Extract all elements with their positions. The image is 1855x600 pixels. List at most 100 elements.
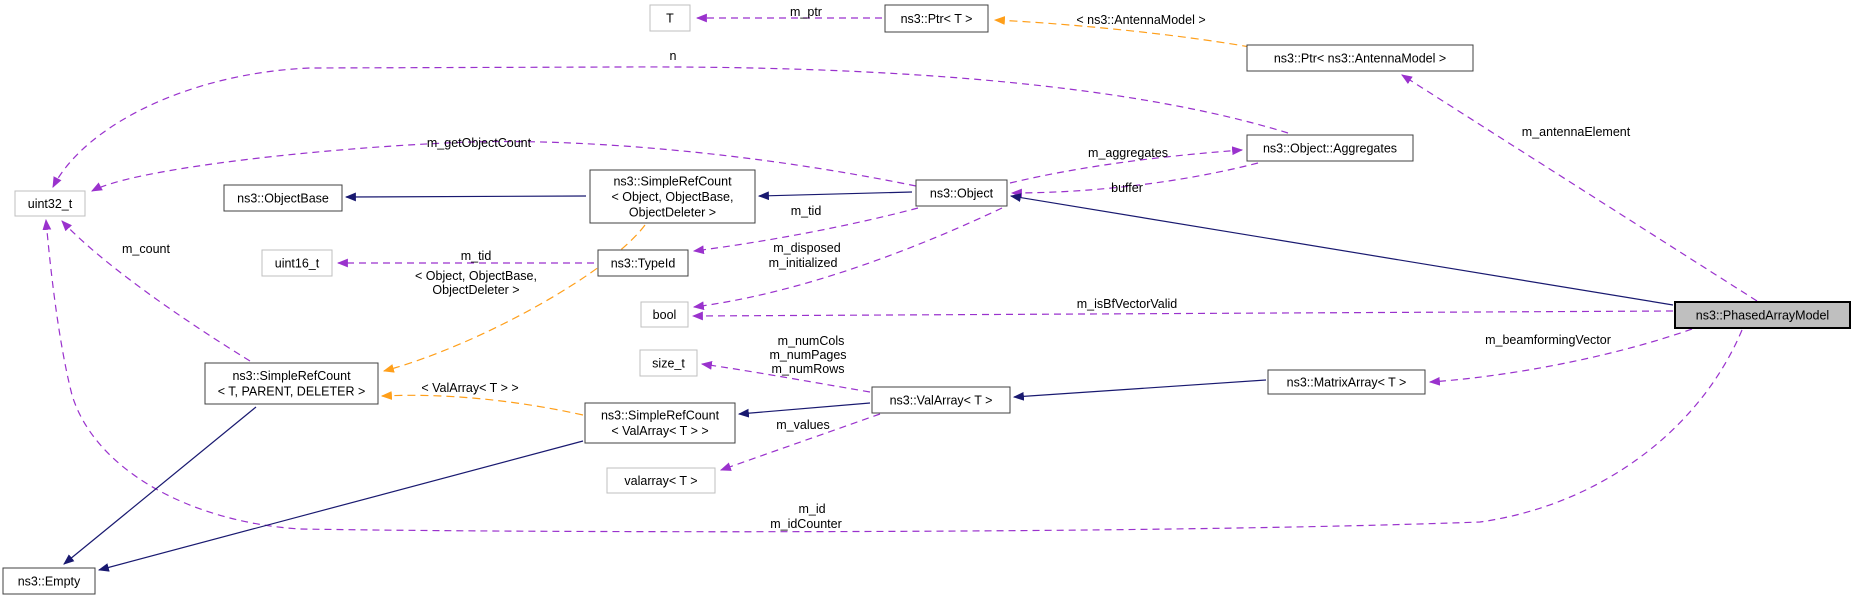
edge-line-inherit xyxy=(97,440,584,572)
edge-label: m_values xyxy=(776,418,830,432)
edge-phasedarraymodel-to-object xyxy=(1009,193,1674,306)
edge-line-template xyxy=(382,224,646,373)
edge-label: m_id xyxy=(798,502,825,516)
edge-simplerefcount-valarray-to-simplerefcount-tpd: < ValArray< T > > xyxy=(380,381,584,416)
edge-matrixarray-to-valarray-ns3 xyxy=(1012,379,1267,401)
edge-label: m_numCols xyxy=(778,334,845,348)
node-label: ns3::Object xyxy=(930,186,994,200)
node-matrixarray[interactable]: ns3::MatrixArray< T > xyxy=(1267,369,1426,395)
edge-phasedarraymodel-to-ptr-antenna: m_antennaElement xyxy=(1401,74,1758,302)
node-box-ptr-antenna[interactable] xyxy=(1246,44,1474,72)
node-box-matrixarray[interactable] xyxy=(1267,369,1426,395)
node-box-object[interactable] xyxy=(915,179,1008,207)
edge-label: m_beamformingVector xyxy=(1485,333,1611,347)
node-typeid[interactable]: ns3::TypeId xyxy=(597,249,689,277)
node-label: ns3::SimpleRefCount xyxy=(601,409,720,423)
node-ptr-t[interactable]: ns3::Ptr< T > xyxy=(884,4,989,33)
node-label: ObjectDeleter > xyxy=(629,205,716,219)
node-box-aggregates[interactable] xyxy=(1246,134,1414,162)
edge-label: < ns3::AntennaModel > xyxy=(1076,13,1205,27)
node-aggregates[interactable]: ns3::Object::Aggregates xyxy=(1246,134,1414,162)
node-box-typeid[interactable] xyxy=(597,249,689,277)
node-box-uint16-t xyxy=(261,249,333,277)
edge-phasedarraymodel-to-matrixarray: m_beamformingVector xyxy=(1428,328,1693,386)
edge-line-member xyxy=(719,413,881,471)
edge-line-inherit xyxy=(1012,379,1267,401)
node-simplerefcount-object[interactable]: ns3::SimpleRefCount< Object, ObjectBase,… xyxy=(589,169,756,224)
node-box-object-base[interactable] xyxy=(223,184,343,212)
node-box-size-t xyxy=(639,349,698,377)
edge-simplerefcount-valarray-to-empty xyxy=(97,440,584,572)
edge-line-inherit xyxy=(757,191,913,201)
node-simplerefcount-valarray[interactable]: ns3::SimpleRefCount< ValArray< T > > xyxy=(584,402,736,444)
node-box-t xyxy=(649,4,691,32)
edge-label: m_disposed xyxy=(773,241,840,255)
edge-ptr-t-to-t: m_ptr xyxy=(695,5,882,23)
edge-label: m_initialized xyxy=(769,256,838,270)
node-label: ns3::Ptr< ns3::AntennaModel > xyxy=(1274,51,1446,65)
node-valarray-ns3[interactable]: ns3::ValArray< T > xyxy=(871,386,1011,414)
edge-simplerefcount-tpd-to-uint32-t: m_count xyxy=(61,220,251,362)
edge-label: m_isBfVectorValid xyxy=(1077,297,1178,311)
edge-line-member xyxy=(1010,162,1259,198)
edge-line-member xyxy=(700,361,871,393)
edge-label: m_ptr xyxy=(790,5,822,19)
edge-label: m_numPages xyxy=(769,348,846,362)
node-label: bool xyxy=(653,308,677,322)
node-box-simplerefcount-valarray[interactable] xyxy=(584,402,736,444)
node-phasedarraymodel: ns3::PhasedArrayModel xyxy=(1674,301,1851,329)
edge-phasedarraymodel-to-bool: m_isBfVectorValid xyxy=(691,297,1674,321)
node-empty[interactable]: ns3::Empty xyxy=(2,567,96,595)
node-label: < T, PARENT, DELETER > xyxy=(218,385,366,399)
edge-line-member xyxy=(692,207,919,255)
node-label: < ValArray< T > > xyxy=(611,424,708,438)
node-box-empty[interactable] xyxy=(2,567,96,595)
node-t: T xyxy=(649,4,691,32)
edge-line-member xyxy=(1009,146,1244,184)
edge-line-template xyxy=(380,391,584,416)
edge-label: m_tid xyxy=(461,249,492,263)
edge-label: ObjectDeleter > xyxy=(432,283,519,297)
node-ptr-antenna[interactable]: ns3::Ptr< ns3::AntennaModel > xyxy=(1246,44,1474,72)
node-label: ns3::ObjectBase xyxy=(237,191,329,205)
edge-line-inherit xyxy=(63,406,257,565)
edge-line-member xyxy=(1428,328,1693,386)
node-simplerefcount-tpd[interactable]: ns3::SimpleRefCount< T, PARENT, DELETER … xyxy=(204,362,379,405)
edge-line-member xyxy=(691,310,1674,321)
edge-phasedarraymodel-to-uint32-t: m_idm_idCounter xyxy=(42,218,1743,533)
node-label: ns3::MatrixArray< T > xyxy=(1287,375,1407,389)
edge-label: m_count xyxy=(122,242,170,256)
node-box-ptr-t[interactable] xyxy=(884,4,989,33)
edge-label: buffer xyxy=(1111,181,1143,195)
node-box-valarray-ns3[interactable] xyxy=(871,386,1011,414)
edge-label: m_numRows xyxy=(772,362,845,376)
node-label: valarray< T > xyxy=(624,474,697,488)
edge-simplerefcount-tpd-to-empty xyxy=(63,406,257,565)
edge-typeid-to-uint16-t: m_tid xyxy=(336,249,594,268)
node-box-simplerefcount-object[interactable] xyxy=(589,169,756,224)
edge-label: m_antennaElement xyxy=(1522,125,1631,139)
node-label: ns3::SimpleRefCount xyxy=(613,174,732,188)
node-label: T xyxy=(666,11,674,25)
node-label: ns3::TypeId xyxy=(611,256,676,270)
node-uint32-t: uint32_t xyxy=(14,190,86,217)
edge-line-inherit xyxy=(1009,193,1674,306)
edge-aggregates-to-uint32-t: n xyxy=(52,49,1289,188)
node-object[interactable]: ns3::Object xyxy=(915,179,1008,207)
edge-label: m_getObjectCount xyxy=(427,136,532,150)
node-label: uint32_t xyxy=(28,197,73,211)
edge-object-to-uint32-t: m_getObjectCount xyxy=(91,136,917,192)
edge-aggregates-to-object: buffer xyxy=(1010,162,1259,198)
edge-line-member xyxy=(91,140,917,192)
node-bool: bool xyxy=(640,301,689,328)
node-object-base[interactable]: ns3::ObjectBase xyxy=(223,184,343,212)
edge-label: < Object, ObjectBase, xyxy=(415,269,537,283)
node-label: < Object, ObjectBase, xyxy=(612,190,734,204)
node-label: ns3::Ptr< T > xyxy=(901,12,973,26)
node-box-simplerefcount-tpd[interactable] xyxy=(204,362,379,405)
node-box-uint32-t xyxy=(14,190,86,217)
node-box-bool xyxy=(640,301,689,328)
